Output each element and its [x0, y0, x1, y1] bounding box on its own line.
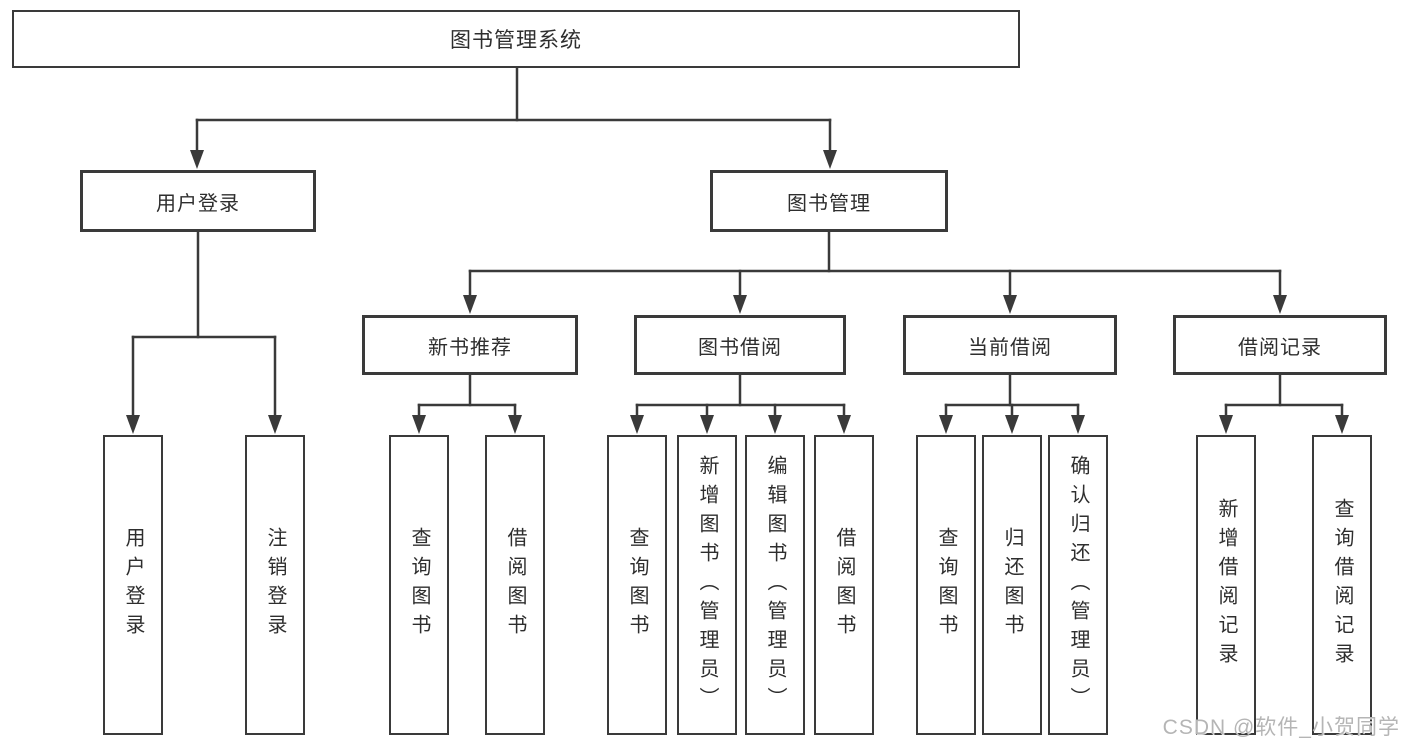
node-new-book-recommend: 新书推荐 — [362, 315, 578, 375]
arrowhead-icons — [126, 150, 1349, 434]
node-label: 用户登录 — [156, 192, 240, 215]
node-book-borrow: 图书借阅 — [634, 315, 846, 375]
node-label: 查询图书 — [626, 527, 648, 643]
leaf-nbr-borrow-books: 借阅图书 — [485, 435, 545, 735]
leaf-logout: 注销登录 — [245, 435, 305, 735]
leaf-cb-return-books: 归还图书 — [982, 435, 1042, 735]
node-label: 当前借阅 — [968, 336, 1052, 359]
node-label: 图书管理系统 — [450, 29, 582, 52]
csdn-watermark: CSDN @软件_小贺同学 — [1162, 716, 1400, 739]
node-root-system: 图书管理系统 — [12, 10, 1020, 68]
node-label: 查询借阅记录 — [1331, 498, 1353, 672]
node-label: 确认归还（管理员） — [1067, 454, 1089, 716]
leaf-bb-edit-books-admin: 编辑图书（管理员） — [745, 435, 805, 735]
leaf-br-query-record: 查询借阅记录 — [1312, 435, 1372, 735]
node-current-borrow: 当前借阅 — [903, 315, 1117, 375]
node-label: 归还图书 — [1001, 527, 1023, 643]
node-book-management: 图书管理 — [710, 170, 948, 232]
leaf-user-login: 用户登录 — [103, 435, 163, 735]
node-label: 查询图书 — [935, 527, 957, 643]
node-label: 编辑图书（管理员） — [764, 454, 786, 716]
leaf-br-add-record: 新增借阅记录 — [1196, 435, 1256, 735]
node-label: 新增图书（管理员） — [696, 454, 718, 716]
node-label: 借阅图书 — [833, 527, 855, 643]
leaf-cb-query-books: 查询图书 — [916, 435, 976, 735]
node-label: 新增借阅记录 — [1215, 498, 1237, 672]
leaf-bb-borrow-books: 借阅图书 — [814, 435, 874, 735]
node-label: 注销登录 — [264, 527, 286, 643]
node-user-login: 用户登录 — [80, 170, 316, 232]
node-label: 新书推荐 — [428, 336, 512, 359]
leaf-bb-query-books: 查询图书 — [607, 435, 667, 735]
node-label: 用户登录 — [122, 527, 144, 643]
node-label: 查询图书 — [408, 527, 430, 643]
node-label: 借阅记录 — [1238, 336, 1322, 359]
leaf-bb-add-books-admin: 新增图书（管理员） — [677, 435, 737, 735]
node-label: 图书管理 — [787, 192, 871, 215]
leaf-nbr-query-books: 查询图书 — [389, 435, 449, 735]
node-borrow-records: 借阅记录 — [1173, 315, 1387, 375]
node-label: 借阅图书 — [504, 527, 526, 643]
node-label: 图书借阅 — [698, 336, 782, 359]
leaf-cb-confirm-return-admin: 确认归还（管理员） — [1048, 435, 1108, 735]
